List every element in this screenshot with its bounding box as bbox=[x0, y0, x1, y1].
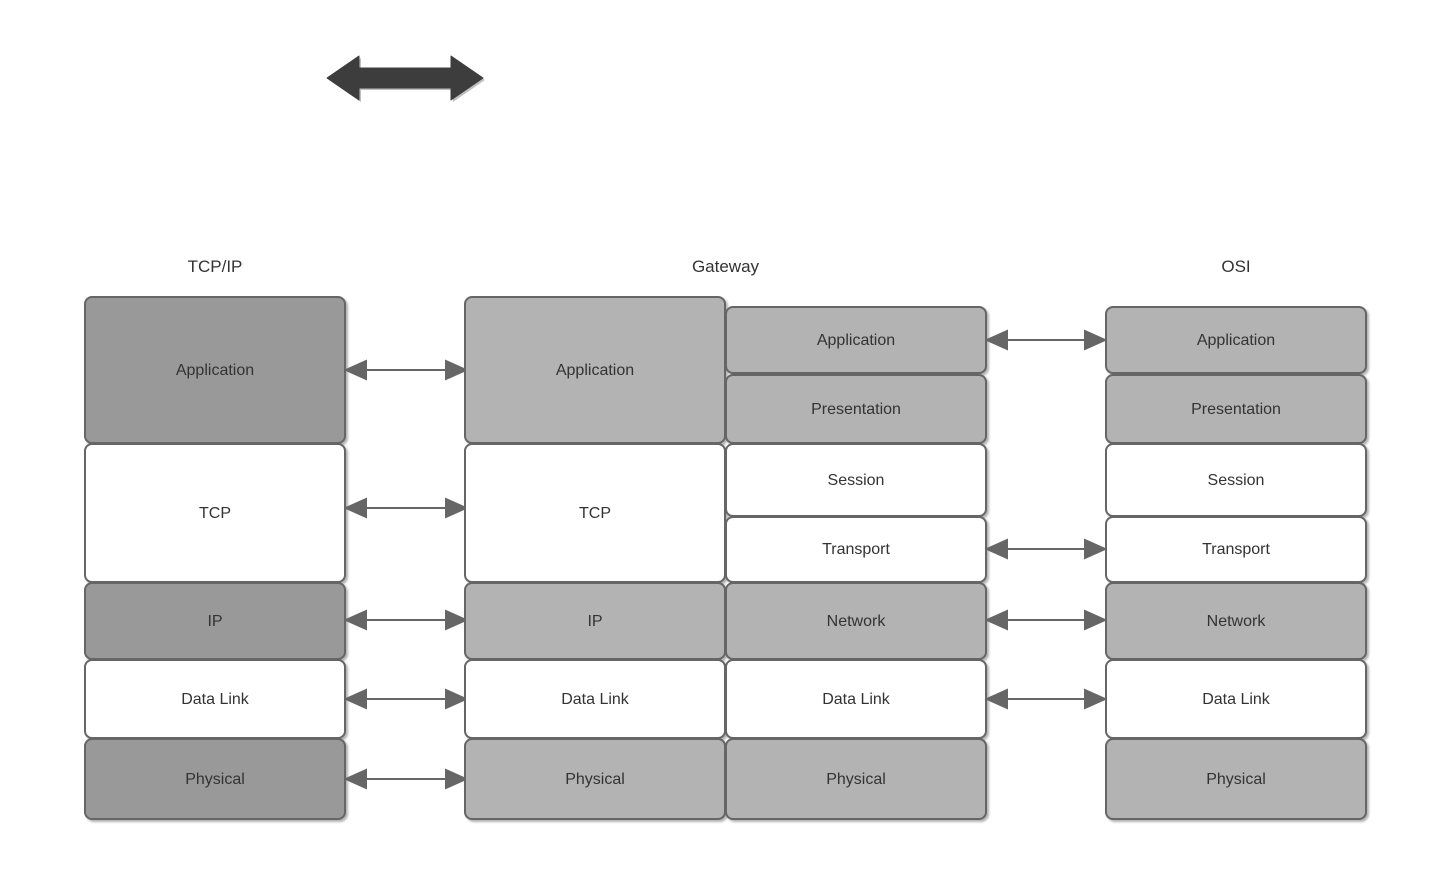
layer-gateway-physical[interactable]: Physical bbox=[464, 738, 726, 820]
layer-osi-application[interactable]: Application bbox=[1105, 306, 1367, 374]
layer-gateway-datalink[interactable]: Data Link bbox=[464, 659, 726, 739]
connector-group-gateway-osi bbox=[987, 329, 1105, 710]
layer-gateway-osi-transport[interactable]: Transport bbox=[725, 516, 987, 583]
layer-gateway-ip[interactable]: IP bbox=[464, 582, 726, 660]
layer-gateway-osi-application[interactable]: Application bbox=[725, 306, 987, 374]
connector-arrow-osi-application bbox=[987, 329, 1105, 351]
connector-arrow-ip bbox=[346, 609, 466, 631]
layer-tcpip-tcp[interactable]: TCP bbox=[84, 443, 346, 583]
connector-arrow-osi-transport bbox=[987, 538, 1105, 560]
layer-osi-network[interactable]: Network bbox=[1105, 582, 1367, 660]
layer-gateway-osi-presentation[interactable]: Presentation bbox=[725, 374, 987, 444]
layer-osi-presentation[interactable]: Presentation bbox=[1105, 374, 1367, 444]
connector-arrow-datalink bbox=[346, 688, 466, 710]
layer-gateway-osi-network[interactable]: Network bbox=[725, 582, 987, 660]
layer-osi-physical[interactable]: Physical bbox=[1105, 738, 1367, 820]
layer-gateway-osi-physical[interactable]: Physical bbox=[725, 738, 987, 820]
connector-arrow-physical bbox=[346, 768, 466, 790]
connector-arrow-application bbox=[346, 359, 466, 381]
connector-arrow-tcp bbox=[346, 497, 466, 519]
layer-gateway-osi-session[interactable]: Session bbox=[725, 443, 987, 517]
layer-osi-transport[interactable]: Transport bbox=[1105, 516, 1367, 583]
layer-osi-session[interactable]: Session bbox=[1105, 443, 1367, 517]
layer-tcpip-physical[interactable]: Physical bbox=[84, 738, 346, 820]
layer-gateway-osi-datalink[interactable]: Data Link bbox=[725, 659, 987, 739]
layer-osi-datalink[interactable]: Data Link bbox=[1105, 659, 1367, 739]
bidirectional-arrow-icon bbox=[325, 52, 485, 104]
connector-arrow-osi-network bbox=[987, 609, 1105, 631]
layer-tcpip-ip[interactable]: IP bbox=[84, 582, 346, 660]
column-title-osi: OSI bbox=[1221, 257, 1251, 276]
layer-tcpip-datalink[interactable]: Data Link bbox=[84, 659, 346, 739]
column-title-gateway: Gateway bbox=[691, 257, 760, 276]
layer-gateway-tcp[interactable]: TCP bbox=[464, 443, 726, 583]
column-title-tcpip: TCP/IP bbox=[187, 257, 243, 276]
connector-group-tcpip-gateway bbox=[346, 359, 466, 790]
layer-gateway-application[interactable]: Application bbox=[464, 296, 726, 444]
layer-tcpip-application[interactable]: Application bbox=[84, 296, 346, 444]
connector-arrow-osi-datalink bbox=[987, 688, 1105, 710]
